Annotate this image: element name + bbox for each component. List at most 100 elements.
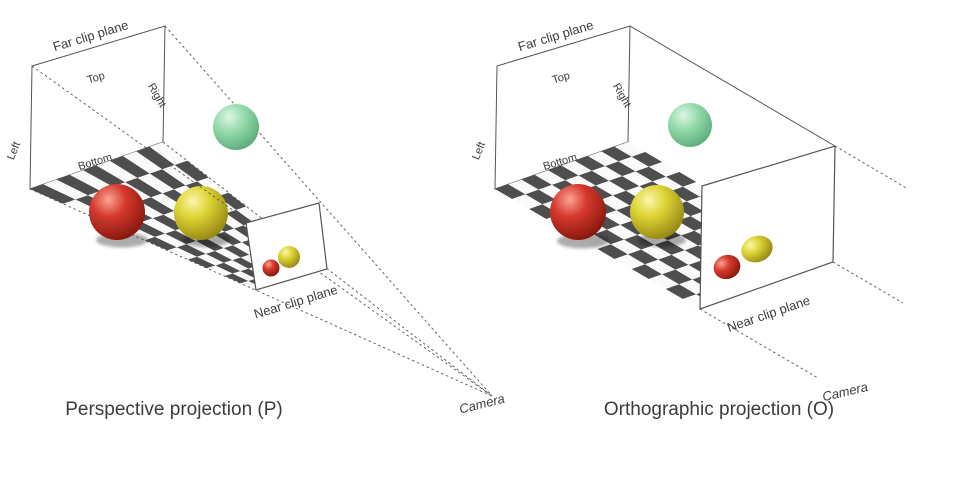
checker-cell [167,247,197,260]
checker-cell [675,264,706,280]
checker-cell [614,142,646,157]
checker-cell [224,273,249,284]
checker-cell [631,152,663,167]
checker-cell [652,176,683,192]
camera-ray-bottom-right [832,261,904,304]
checker-cell [197,177,229,197]
checker-cell [232,271,256,281]
checker-cell [601,146,632,162]
checker-cell [595,180,626,196]
checker-cell [217,192,247,210]
checker-cell [591,166,623,181]
checker-cell [30,184,76,204]
green-sphere [213,104,259,150]
camera-label: Camera [458,391,507,417]
checker-cell [671,250,702,265]
checker-cell [176,244,206,257]
top-face-label: Top [86,70,106,87]
checker-cell [43,179,88,200]
red-sphere [550,184,606,240]
checker-cell [627,249,659,265]
checker-cell [641,244,672,260]
red-sphere [89,184,145,240]
perspective-diagram: Far clip plane Top Right Left Bottom Nea… [5,17,506,420]
checker-cell [578,170,609,186]
checker-cell [669,186,701,202]
left-face-label: Left [470,140,488,162]
checker-cell [597,244,628,259]
near-clip-plane [699,145,836,310]
projected-yellow-sphere [278,246,300,268]
checker-cell [622,171,653,187]
checker-cell [561,160,592,176]
projected-red-sphere [713,254,741,280]
checker-cell [599,195,630,211]
top-face-label: Top [551,70,571,87]
checker-cell [618,156,649,172]
checker-cell [631,264,662,279]
checker-cell [141,218,176,234]
projected-red-sphere [262,259,280,277]
checker-cell [508,179,539,195]
checker-cell [232,257,257,269]
camera-ray-bottom-left [699,308,819,379]
checker-cell [603,210,634,225]
checker-cell [607,224,638,240]
box-top-right-edge [629,25,836,147]
checker-cell [610,239,642,255]
checker-cell [677,216,708,231]
checker-cell [635,166,666,182]
checker-cell [125,177,163,198]
checker-cell [574,156,606,171]
checker-cell [224,228,251,243]
checker-cell [614,254,645,269]
orthographic-diagram: Far clip plane Top Right Left Bottom Nea… [470,17,909,420]
checker-cell [534,170,566,185]
checker-cell [123,151,163,174]
checker-cell [206,251,233,263]
checker-cell [155,233,187,248]
yellow-sphere [174,186,228,240]
checker-cell [109,156,150,178]
checker-cell [215,262,241,274]
checker-cell [666,172,697,187]
checker-cell [226,209,254,226]
checker-cell [521,174,552,190]
checker-cell [605,161,636,177]
checker-cell [152,214,186,231]
checker-cell [658,254,689,270]
checker-cell [136,146,175,170]
checker-cell [69,170,113,191]
checker-cell [214,248,241,261]
checker-cell [236,206,263,223]
checker-cell [662,269,693,285]
left-face-label: Left [5,140,23,162]
checker-cell [223,260,249,272]
checker-cell [149,142,188,165]
checker-cell [174,160,209,182]
checker-cell [162,165,198,186]
checker-cell [144,236,177,251]
yellow-sphere [630,185,684,239]
camera-ray-top-right [834,145,909,190]
perspective-caption: Perspective projection (P) [65,399,283,420]
checker-cell [83,165,126,187]
checker-cell [609,176,640,191]
checker-cell [96,160,138,183]
checker-cell [197,253,224,266]
orthographic-caption: Orthographic projection (O) [604,399,834,420]
checker-cell [139,197,175,215]
checker-cell [188,256,216,269]
checker-cell [525,189,556,205]
checker-cell [648,162,680,177]
checker-cell [665,284,697,299]
checker-cell [645,259,676,275]
checker-cell [548,165,579,181]
checker-cell [588,151,619,167]
checker-cell [648,274,680,289]
checker-cell [207,265,233,276]
checker-cell [223,245,250,258]
checker-cell [593,229,625,245]
